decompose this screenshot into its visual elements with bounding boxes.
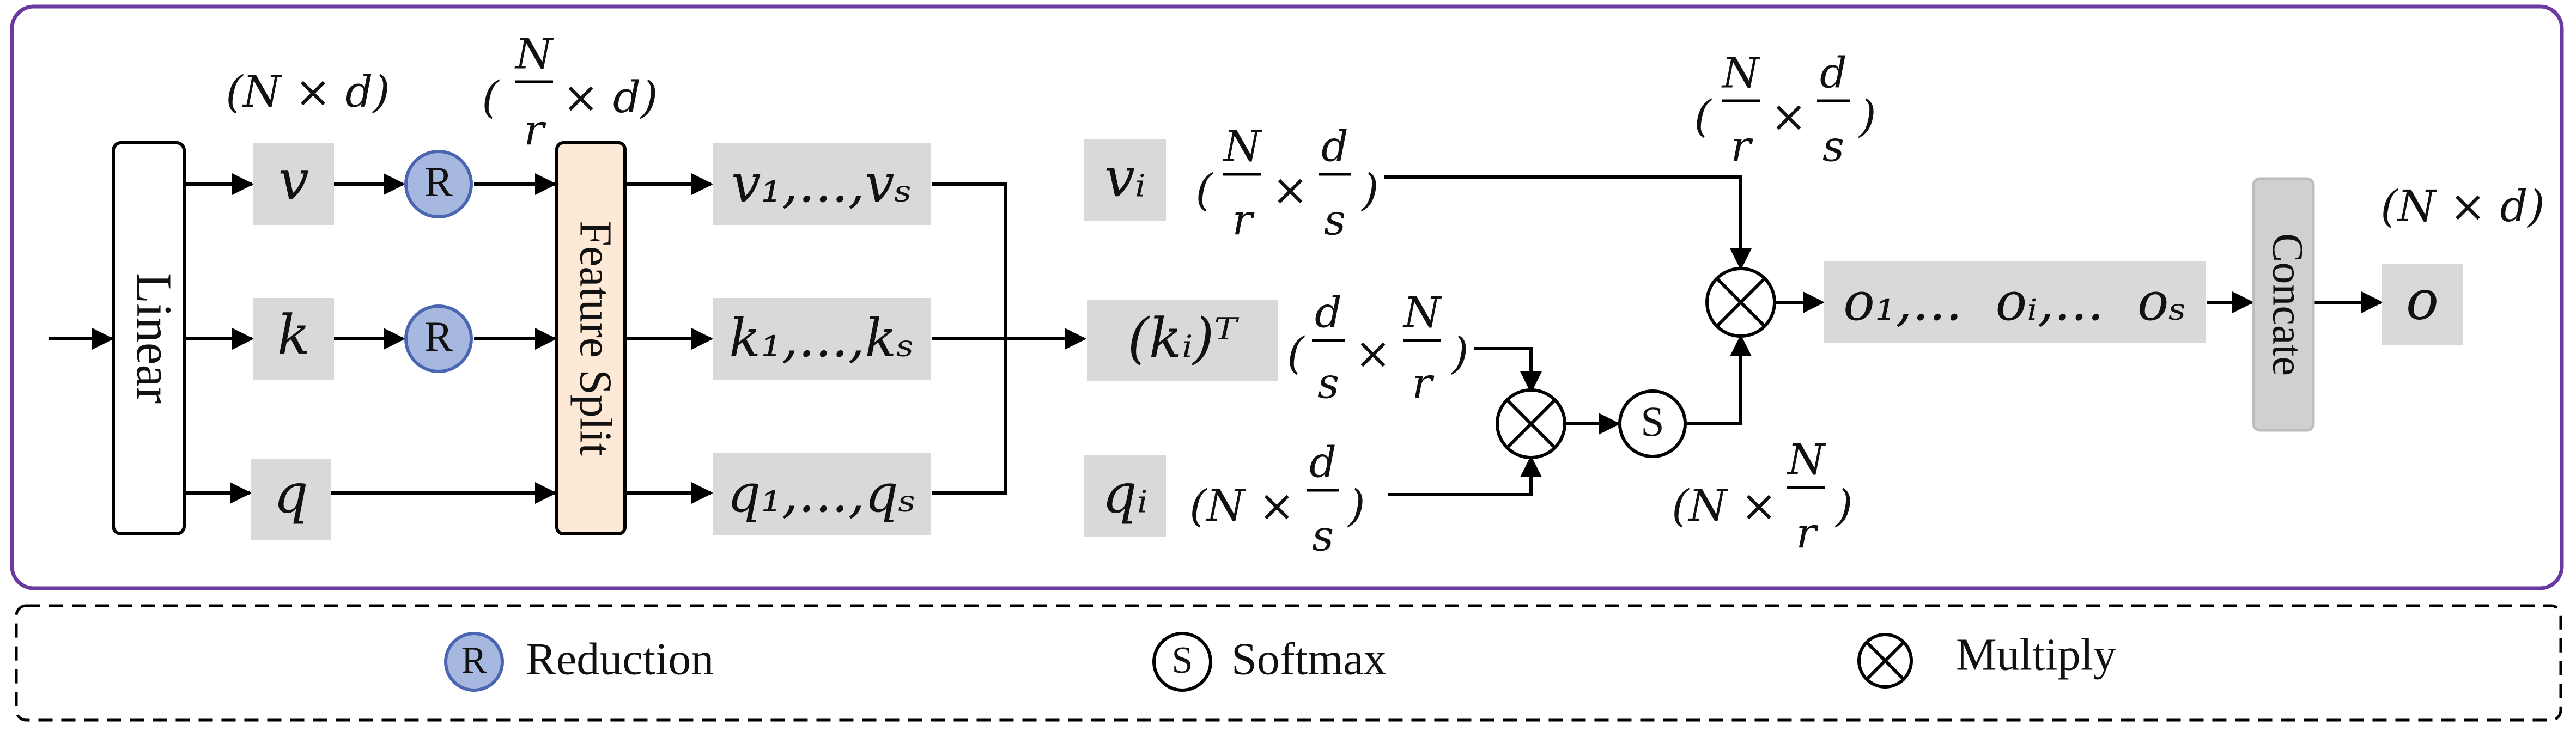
svg-text:r: r <box>1730 123 1753 172</box>
var-o-split: o₁,... oᵢ,... oₛ <box>1824 261 2206 343</box>
var-v: v <box>253 143 334 225</box>
dim-split: ( N r × d) <box>482 30 658 155</box>
feature-split-block: Feature Split <box>555 141 627 535</box>
svg-text:N: N <box>1787 436 1826 485</box>
softmax-icon <box>1152 632 1212 692</box>
dim-output: (N × d) <box>2380 181 2545 232</box>
var-k-i-t-label: (kᵢ)ᵀ <box>1128 307 1240 370</box>
dim-q-i: (N × d s ) <box>1189 438 1365 561</box>
svg-text:R: R <box>461 639 487 681</box>
svg-text:N: N <box>1721 49 1761 98</box>
svg-text:r: r <box>1412 360 1435 409</box>
var-v-i-label: vᵢ <box>1104 146 1146 210</box>
svg-text:(: ( <box>482 72 500 123</box>
svg-text:s: s <box>1324 196 1346 245</box>
dim-v-i: ( N r × d s ) <box>1195 123 1378 245</box>
svg-text:d: d <box>1309 438 1336 488</box>
reduction-node-v: R <box>404 150 473 218</box>
reduction-node-v-label: R <box>424 158 453 205</box>
svg-text:d: d <box>1820 49 1847 98</box>
var-o-label: o <box>2406 269 2439 332</box>
legend-frame <box>15 604 2562 722</box>
legend-reduction-label: Reduction <box>526 633 714 684</box>
svg-text:r: r <box>1232 196 1255 245</box>
dim-k-i: ( d s × N r ) <box>1287 289 1468 409</box>
var-o-split-label: o₁,... oᵢ,... oₛ <box>1843 271 2186 332</box>
svg-text:d: d <box>1315 289 1342 338</box>
legend-multiply: Multiply <box>1857 629 2116 689</box>
svg-text:): ) <box>1858 91 1876 142</box>
multiply-icon <box>1857 633 1913 689</box>
reduction-node-k: R <box>404 304 473 373</box>
var-k-split: k₁,...,kₛ <box>713 298 931 380</box>
softmax-node-label: S <box>1641 398 1664 445</box>
var-k-i-t: (kᵢ)ᵀ <box>1087 300 1278 381</box>
legend-multiply-label: Multiply <box>1956 629 2116 680</box>
svg-text:s: s <box>1317 360 1339 409</box>
svg-text:(N ×: (N × <box>1189 480 1295 531</box>
var-k-label: k <box>277 303 311 367</box>
svg-text:): ) <box>1347 480 1365 531</box>
svg-text:N: N <box>1223 123 1262 172</box>
var-v-i: vᵢ <box>1084 139 1166 221</box>
dim-v-i-top: ( N r × d s ) <box>1694 49 1876 172</box>
svg-text:): ) <box>1834 480 1852 531</box>
svg-text:(: ( <box>1694 91 1712 142</box>
svg-text:×: × <box>1770 91 1807 142</box>
var-k: k <box>253 298 334 380</box>
legend-reduction: R Reduction <box>444 632 714 692</box>
multiply-node-top <box>1705 267 1776 338</box>
reduction-icon <box>444 632 504 692</box>
svg-text:S: S <box>1172 639 1193 681</box>
var-q-split: q₁,...,qₛ <box>713 453 931 535</box>
svg-text:× d): × d) <box>563 72 658 123</box>
concate-block: Concate <box>2252 177 2315 432</box>
reduction-node-k-label: R <box>424 313 453 360</box>
linear-label: Linear <box>126 273 182 404</box>
var-o: o <box>2382 264 2463 345</box>
concate-label: Concate <box>2264 233 2312 376</box>
svg-text:N: N <box>514 30 554 79</box>
svg-text:): ) <box>1450 328 1468 379</box>
var-q-i-label: qᵢ <box>1102 462 1148 526</box>
svg-text:(: ( <box>1195 165 1213 215</box>
feature-split-label: Feature Split <box>570 221 621 456</box>
dim-softmax-out: (N × N r ) <box>1672 436 1852 558</box>
var-q: q <box>251 459 331 540</box>
var-q-i: qᵢ <box>1084 455 1166 537</box>
svg-text:N: N <box>1402 289 1442 338</box>
svg-text:d: d <box>1321 123 1348 172</box>
legend-softmax: S Softmax <box>1152 632 1387 692</box>
var-q-split-label: q₁,...,qₛ <box>727 463 916 524</box>
var-k-split-label: k₁,...,kₛ <box>729 308 914 369</box>
svg-text:(: ( <box>1287 328 1305 379</box>
multiply-node-bottom <box>1496 388 1566 459</box>
connectors <box>49 173 2383 504</box>
var-v-label: v <box>278 149 309 212</box>
svg-text:r: r <box>524 106 546 155</box>
svg-text:s: s <box>1822 123 1844 172</box>
main-frame <box>10 4 2564 590</box>
svg-text:(N ×: (N × <box>1672 480 1777 531</box>
dim-input: (N × d) <box>226 66 390 117</box>
svg-text:×: × <box>1272 165 1308 215</box>
svg-text:×: × <box>1354 328 1391 379</box>
legend-softmax-label: Softmax <box>1231 633 1387 684</box>
var-v-split-label: v₁,...,vₛ <box>731 153 912 214</box>
var-q-label: q <box>274 462 308 526</box>
linear-block: Linear <box>112 141 186 535</box>
svg-text:s: s <box>1312 512 1334 561</box>
svg-text:): ) <box>1360 165 1378 215</box>
var-v-split: v₁,...,vₛ <box>713 143 931 225</box>
svg-text:r: r <box>1796 509 1819 558</box>
softmax-node: S <box>1618 389 1687 458</box>
